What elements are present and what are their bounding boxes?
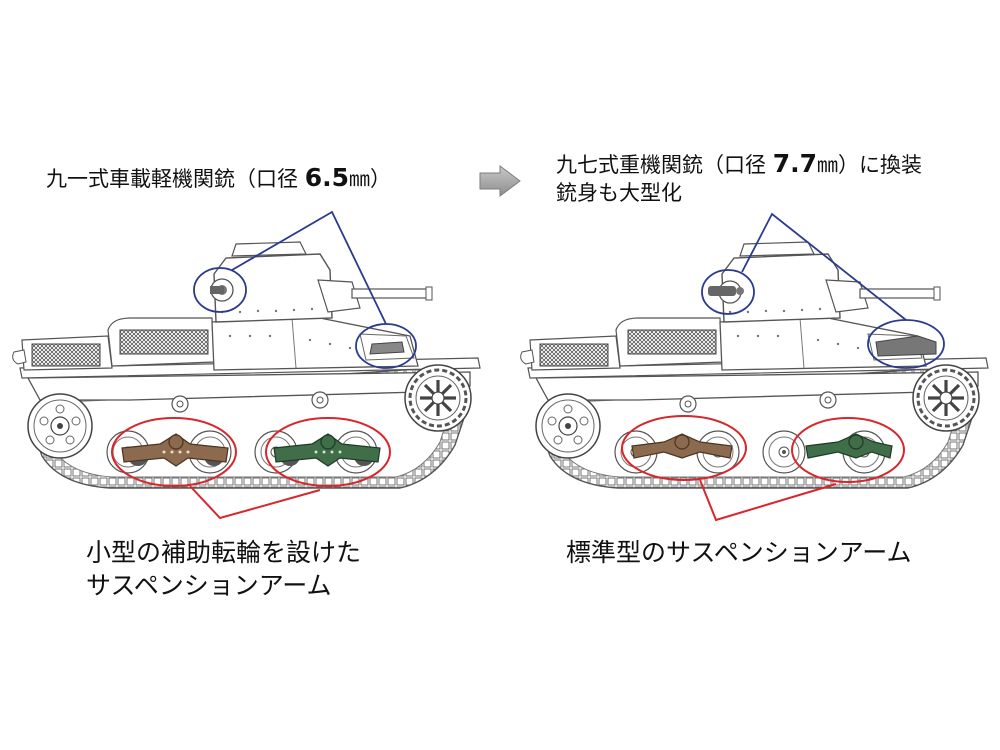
left-turret-mg-callout <box>193 267 247 313</box>
left-brown-arm-callout <box>111 417 237 487</box>
right-green-suspension-arm <box>805 433 893 459</box>
right-gun-leader-line <box>741 212 907 321</box>
right-suspension-label: 標準型のサスペンションアーム <box>566 536 912 569</box>
left-tank-drawing <box>13 242 480 488</box>
right-tank-drawing <box>521 242 988 488</box>
red-callouts <box>111 415 905 522</box>
right-suspension-label-text: 標準型のサスペンションアーム <box>566 538 912 567</box>
left-suspension-label-line1: 小型の補助転輪を設けた <box>86 538 362 567</box>
right-green-arm-callout <box>791 417 905 483</box>
right-gun-label-line2: 銃身も大型化 <box>556 181 682 205</box>
left-susp-leader-line <box>189 485 321 520</box>
left-gun-unit: ㎜ <box>348 167 370 191</box>
right-gun-label: 九七式重機関銃（口径 7.7㎜）に換装 銃身も大型化 <box>556 150 922 207</box>
left-turret-mg <box>210 278 234 302</box>
left-gun-caliber: 6.5 <box>304 163 349 192</box>
left-brown-suspension-arm <box>121 433 229 467</box>
left-gun-label-text: 九一式車載軽機関銃（口径 <box>46 167 305 191</box>
right-gun-unit: ㎜ <box>816 153 838 177</box>
blue-callouts <box>193 210 945 369</box>
right-turret-mg-callout <box>701 269 755 315</box>
left-suspension-label: 小型の補助転輪を設けた サスペンションアーム <box>86 536 361 602</box>
right-gun-label-text: 九七式重機関銃（口径 <box>556 153 773 177</box>
left-gun-leader-line <box>231 210 387 325</box>
right-susp-leader-line <box>699 479 837 522</box>
left-green-arm-callout <box>265 417 391 487</box>
right-gun-label-suffix: ）に換装 <box>837 153 922 177</box>
left-green-suspension-arm <box>273 433 381 467</box>
left-suspension-label-line2: サスペンションアーム <box>86 571 332 600</box>
right-turret-mg <box>708 280 744 304</box>
right-gun-caliber: 7.7 <box>772 149 817 178</box>
left-gun-label-suffix: ） <box>369 167 391 191</box>
right-brown-suspension-arm <box>631 433 733 459</box>
right-brown-arm-callout <box>621 415 747 481</box>
right-arrow-icon <box>479 165 521 197</box>
left-gun-label: 九一式車載軽機関銃（口径 6.5㎜） <box>46 164 391 193</box>
